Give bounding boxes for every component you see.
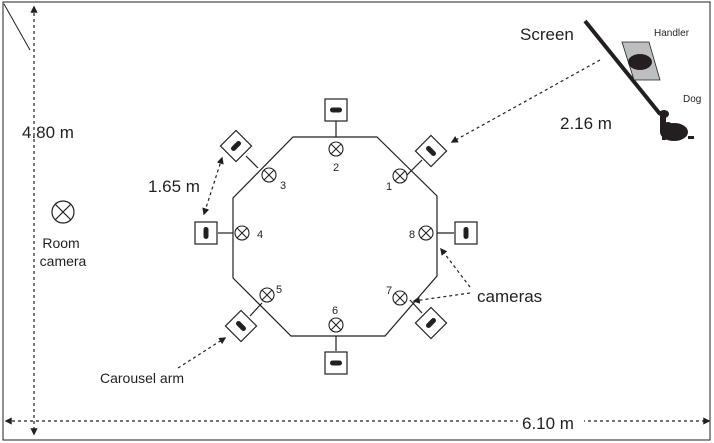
camera-number-label: 1 [386, 181, 392, 193]
room-height-label: 4.80 m [22, 123, 74, 142]
camera-icon [328, 141, 344, 157]
carousel-arm-5 [324, 336, 348, 375]
camera-number-label: 2 [333, 162, 339, 174]
camera-number-label: 8 [409, 229, 415, 241]
screen-distance-arrow [450, 59, 601, 143]
camera-icon [261, 167, 277, 183]
handler-label: Handler [654, 28, 690, 39]
carousel-arm-8 [219, 129, 259, 169]
carousel-arm-4 [409, 299, 448, 340]
arm-distance-arrow [202, 156, 224, 216]
corner-line [3, 3, 31, 51]
dog-icon [659, 110, 694, 141]
carousel-arm-7 [194, 221, 233, 245]
camera-icon [418, 225, 434, 241]
room-width-label: 6.10 m [522, 414, 574, 433]
cameras-arrow-1 [440, 247, 471, 288]
cameras-arrow-2 [412, 292, 471, 304]
carousel-arms [194, 98, 478, 375]
arm-distance-label: 1.65 m [148, 177, 200, 196]
carousel-octagon [232, 136, 438, 337]
carousel-arm-label: Carousel arm [100, 370, 184, 386]
camera-icon [392, 168, 408, 184]
carousel-arm-2 [406, 134, 448, 176]
carousel-cameras: 1 2 3 4 5 6 7 8 [234, 141, 434, 333]
camera-icon [234, 225, 250, 241]
camera-number-label: 4 [257, 229, 263, 241]
camera-number-label: 7 [386, 285, 392, 297]
camera-number-label: 6 [332, 305, 338, 317]
camera-icon [392, 290, 408, 306]
room-camera-label: Room camera [40, 235, 87, 269]
screen [583, 19, 662, 116]
room-camera-icon [51, 200, 75, 224]
screen-distance-label: 2.16 m [560, 114, 612, 133]
cameras-label: cameras [477, 287, 542, 306]
camera-number-label: 5 [276, 284, 282, 296]
carousel-arm-6 [224, 302, 263, 343]
carousel-arm-1 [324, 98, 348, 137]
carousel-arm-3 [437, 221, 478, 245]
dog-label: Dog [683, 94, 701, 105]
camera-number-label: 3 [280, 180, 286, 192]
camera-icon [328, 317, 344, 333]
handler-head-icon [628, 54, 652, 70]
camera-icon [259, 287, 275, 303]
screen-label: Screen [520, 25, 574, 44]
carousel-arm-arrow [177, 337, 227, 369]
